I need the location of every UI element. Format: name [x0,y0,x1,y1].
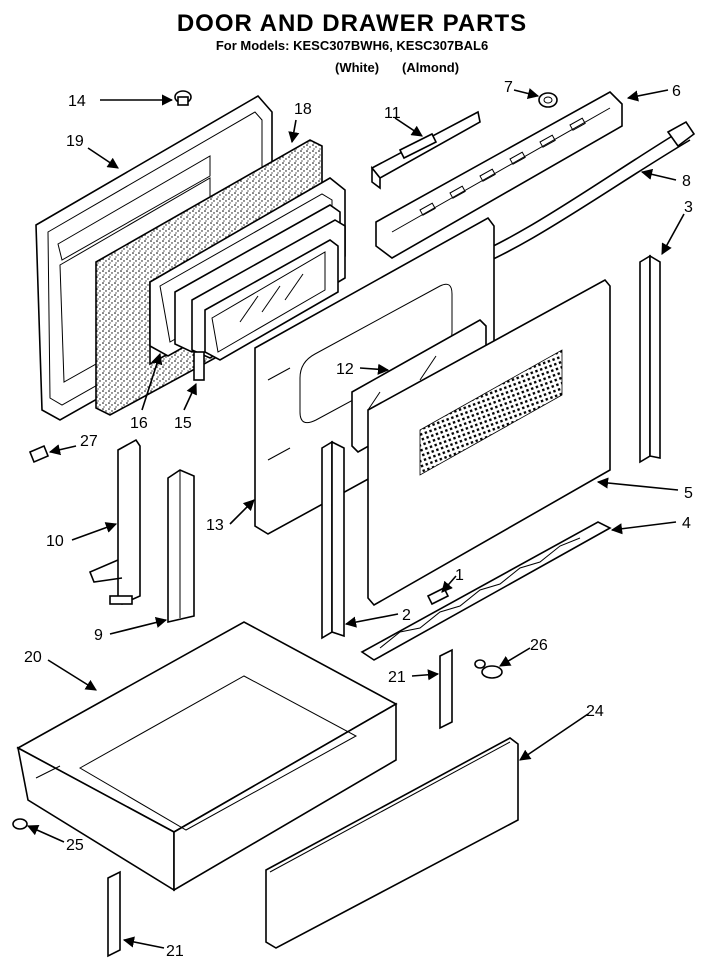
callout-15: 15 [174,415,192,432]
variant-white-label: (White) [335,60,380,75]
part-21-slide-lower [107,870,121,958]
callout-4: 4 [682,515,691,532]
callout-labels: 1 2 3 4 5 6 7 8 9 10 11 12 13 14 15 16 1… [24,79,693,960]
part-25-screw [12,818,28,830]
part-9-door-stop [167,469,195,624]
part-1-clip [426,586,450,606]
callout-13: 13 [206,517,224,534]
callout-12: 12 [336,361,354,378]
callout-25: 25 [66,837,84,854]
callout-18: 18 [294,101,312,118]
callout-3: 3 [684,199,693,216]
callout-16: 16 [130,415,148,432]
callout-24: 24 [586,703,604,720]
callout-19: 19 [66,133,84,150]
callout-9: 9 [94,627,103,644]
callout-2: 2 [402,607,411,624]
callout-27: 27 [80,433,98,450]
callout-10: 10 [46,533,64,550]
part-10-hinge [88,438,141,605]
models-subtitle: For Models: KESC307BWH6, KESC307BAL6 [215,38,489,53]
part-11-bracket [370,110,481,190]
part-5-outer-door-panel [367,278,611,607]
part-6-door-trim [375,91,623,259]
part-24-drawer-front [265,737,519,949]
callout-21-upper: 21 [388,669,406,686]
variant-almond-label: (Almond) [402,60,460,75]
leader-lines [26,88,685,949]
diagram-title: DOOR AND DRAWER PARTS [176,10,528,37]
callout-5: 5 [684,485,693,502]
part-14-screw [174,90,192,106]
part-15-glass-pack [174,204,346,381]
callout-8: 8 [682,173,691,190]
part-2-side-trim [321,440,345,640]
callout-20: 20 [24,649,42,666]
part-26-knob [474,659,503,679]
callout-1: 1 [455,567,464,584]
part-3-side-trim [639,254,661,464]
part-21-slide-upper [439,648,453,730]
callout-7: 7 [504,79,513,96]
callout-21-lower: 21 [166,943,184,960]
callout-6: 6 [672,83,681,100]
callout-14: 14 [68,93,86,110]
part-4-bottom-trim [360,521,612,661]
part-7-bumper [538,92,558,108]
part-27-clip [28,444,50,464]
part-20-drawer [16,621,398,892]
callout-26: 26 [530,637,548,654]
callout-11: 11 [384,105,401,122]
